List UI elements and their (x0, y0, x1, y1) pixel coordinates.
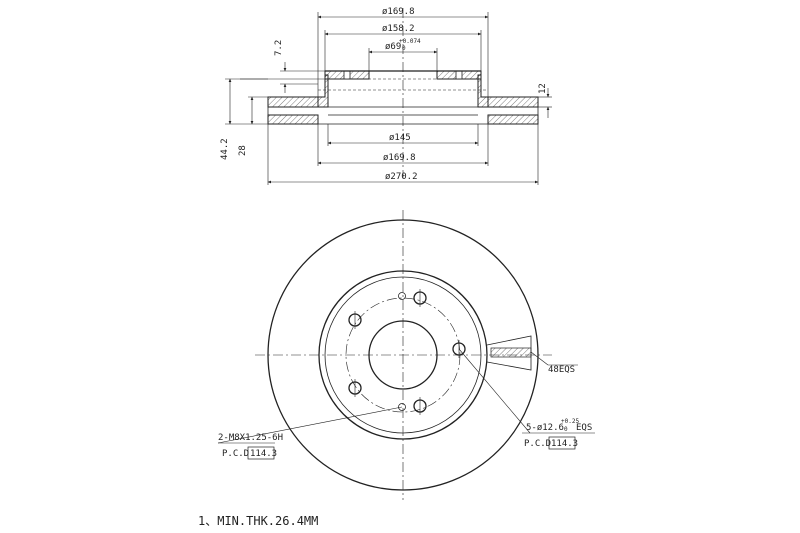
hole-spec: 5-ø12.6 (526, 423, 564, 433)
threaded-holes (398, 292, 406, 411)
dim-hat-bottom: ø169.8 (383, 153, 416, 163)
left-rotor-upper-face (267, 96, 319, 108)
dim-bore: ø69 (385, 42, 401, 52)
center-bore (368, 320, 438, 390)
hole-tol-upper: +0.25 (561, 418, 579, 425)
vent-detail: 48EQS (486, 335, 578, 375)
lug-holes (348, 289, 466, 415)
hole-pcd-value: 114.3 (551, 439, 578, 449)
thread-pcd-value: 114.3 (250, 449, 277, 459)
dim-outer-hat: ø169.8 (382, 7, 415, 17)
face-view: 48EQS 2-M8X1.25-6H P.C.D 114.3 5-ø12.6 +… (217, 210, 595, 500)
dim-bore-tol-lower: 0 (402, 45, 406, 52)
dim-rotor-thickness: 12 (538, 83, 548, 94)
right-hat-wall (477, 74, 489, 108)
dim-hat-step: 7.2 (274, 40, 284, 56)
right-rotor-upper-face (487, 96, 539, 108)
hole-tol-lower: 0 (564, 426, 568, 433)
dim-rotor-diameter: ø270.2 (385, 172, 418, 182)
hole-suffix: EQS (576, 423, 592, 433)
hat-outer-circle (318, 270, 488, 440)
left-rotor-lower-face (267, 114, 319, 125)
dim-total-height: 44.2 (220, 138, 230, 160)
left-hat-wall (317, 74, 329, 108)
min-thickness-note: 1、MIN.THK.26.4MM (198, 514, 318, 528)
vents-label: 48EQS (548, 365, 575, 375)
section-view: ø169.8 ø158.2 ø69 +0.074 0 ø145 ø169.8 ø… (220, 7, 552, 185)
dim-hat-top: ø158.2 (382, 24, 415, 34)
hat-inner-circle (324, 276, 482, 434)
dim-inner-face: ø145 (389, 133, 411, 143)
right-rotor-lower-face (487, 114, 539, 125)
hole-pcd-label: P.C.D (524, 439, 551, 449)
threaded-hole (398, 403, 406, 411)
hole-prefix: 5-ø12.6 (526, 423, 564, 433)
thread-spec: 2-M8X1.25-6H (218, 433, 283, 443)
rotor-outer-circle (267, 219, 539, 491)
threaded-hole (398, 292, 406, 300)
dim-hat-height: 28 (238, 145, 248, 156)
dim-bore-tol-upper: +0.074 (399, 38, 421, 45)
thread-pcd-label: P.C.D (222, 449, 249, 459)
